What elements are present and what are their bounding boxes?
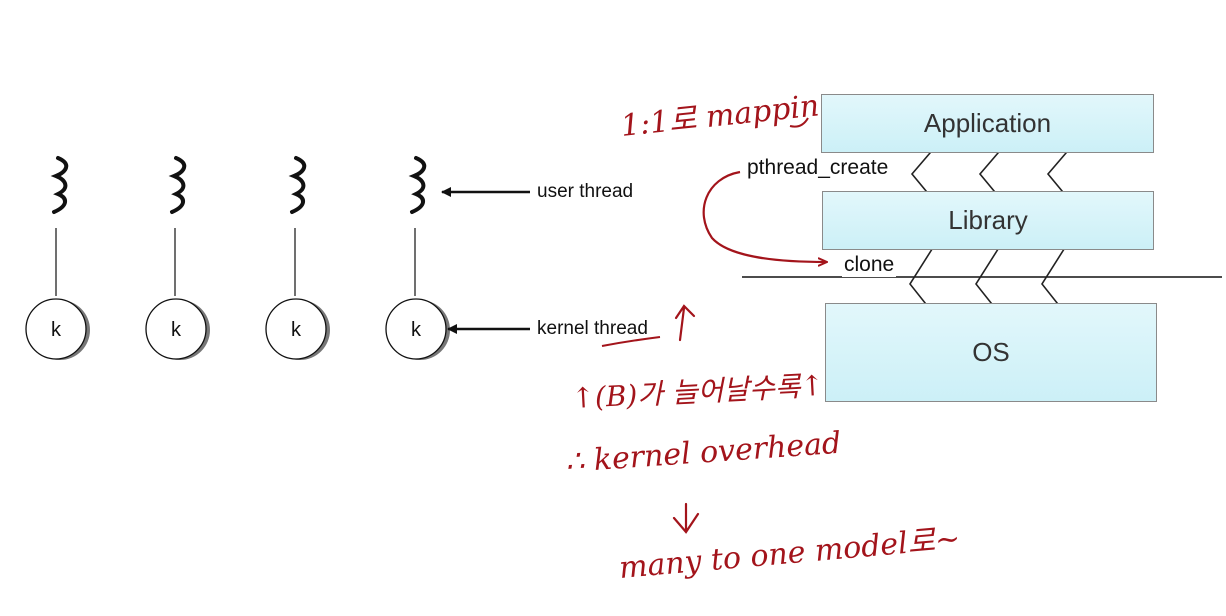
- thread-pair-3: k: [265, 156, 330, 360]
- kernel-thread-label-4: k: [411, 319, 422, 341]
- handwritten-conclusion-note: many to one model로~: [618, 521, 962, 586]
- handwritten-down-arrow: [672, 502, 700, 534]
- user-thread-squiggle-2: [168, 156, 187, 214]
- application-layer: Application: [821, 94, 1154, 153]
- thread-pair-4: k: [385, 156, 450, 360]
- user-thread-squiggle-1: [50, 156, 69, 214]
- user-thread-squiggle-4: [408, 156, 427, 214]
- thread-pair-2: k: [145, 156, 210, 360]
- handwritten-loop-arrow: [702, 170, 826, 262]
- handwritten-up-arrow: [674, 304, 696, 342]
- kernel-thread-node-1: [25, 298, 87, 360]
- pthread-create-label: pthread_create: [745, 156, 891, 180]
- library-layer: Library: [822, 191, 1154, 250]
- kernel-thread-label-3: k: [291, 319, 302, 341]
- kernel-thread-label: kernel thread: [537, 318, 648, 339]
- handwritten-cost-note: ↑(B)가 늘어날수록↑: [571, 369, 825, 415]
- clone-label: clone: [842, 253, 897, 277]
- os-layer-label: OS: [972, 337, 1010, 367]
- kernel-thread-label-1: k: [51, 319, 62, 341]
- os-layer: OS: [825, 303, 1157, 402]
- application-layer-label: Application: [923, 108, 1052, 138]
- user-thread-label: user thread: [537, 181, 634, 202]
- handwritten-kernel-thread-underline: [601, 336, 661, 347]
- kernel-thread-node-4: [385, 298, 447, 360]
- library-layer-label: Library: [948, 205, 1028, 235]
- kernel-thread-label-2: k: [171, 319, 182, 341]
- handwritten-mapping-note: 1:1로 mapping: [619, 86, 840, 144]
- thread-pair-1: k: [25, 156, 90, 360]
- kernel-thread-node-2: [145, 298, 207, 360]
- kernel-thread-node-3: [265, 298, 327, 360]
- user-thread-squiggle-3: [288, 156, 307, 214]
- handwritten-overhead-note: ∴ kernel overhead: [564, 426, 842, 480]
- handwritten-mapping-underline: [789, 117, 809, 128]
